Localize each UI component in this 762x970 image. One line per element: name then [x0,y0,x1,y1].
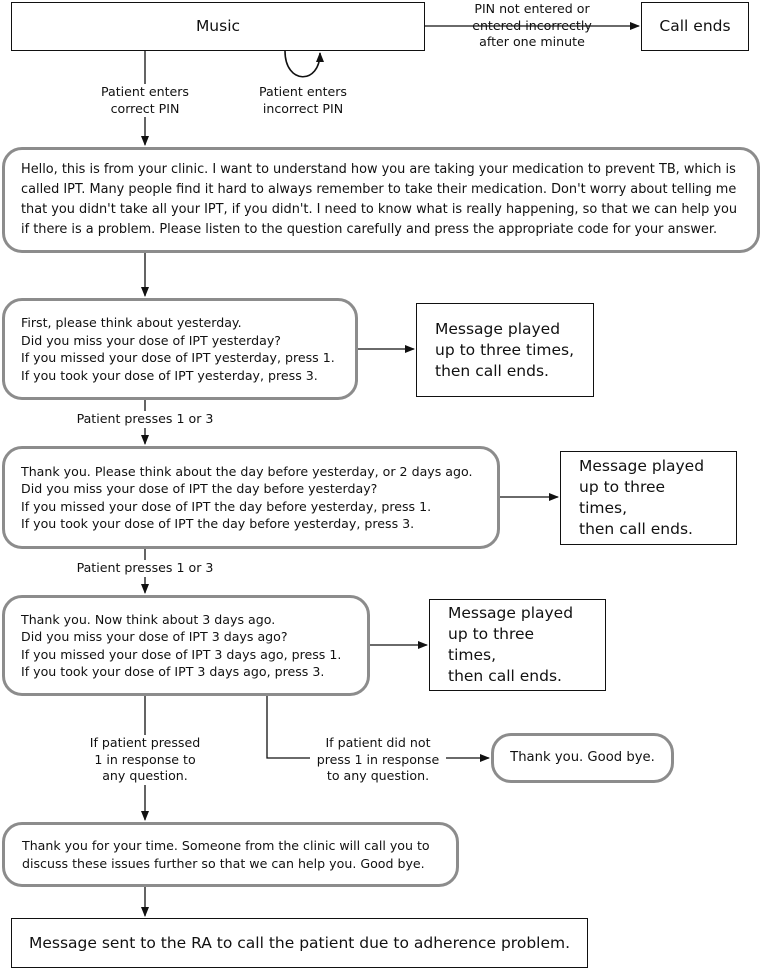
repeat-message-2-text: Message played up to three times, then c… [579,457,705,538]
question-2-node: Thank you. Please think about the day be… [2,446,500,549]
question-1-node: First, please think about yesterday. Did… [2,298,358,400]
goodbye-text: Thank you. Good bye. [510,750,655,766]
followup-text: Thank you for your time. Someone from th… [22,838,430,871]
question-1-text: First, please think about yesterday. Did… [21,315,335,383]
greeting-text: Hello, this is from your clinic. I want … [21,162,738,237]
music-node: Music [11,2,425,51]
music-label: Music [195,17,241,35]
ra-message-node: Message sent to the RA to call the patie… [11,918,588,968]
pin-correct-label: Patient enters correct PIN [90,84,200,117]
greeting-node: Hello, this is from your clinic. I want … [2,147,760,253]
presses-label-1: Patient presses 1 or 3 [68,411,222,428]
repeat-message-2-node: Message played up to three times, then c… [560,451,737,545]
repeat-message-3-text: Message played up to three times, then c… [448,604,574,685]
question-3-node: Thank you. Now think about 3 days ago. D… [2,595,370,696]
question-2-text: Thank you. Please think about the day be… [21,463,473,532]
followup-node: Thank you for your time. Someone from th… [2,822,459,887]
not-pressed-1-label: If patient did not press 1 in response t… [310,735,446,785]
pin-fail-label: PIN not entered or entered incorrectly a… [472,1,592,49]
pressed-1-label: If patient pressed 1 in response to any … [82,735,208,785]
repeat-message-3-node: Message played up to three times, then c… [429,599,606,691]
edge-music-self-loop [284,50,324,78]
question-3-text: Thank you. Now think about 3 days ago. D… [21,611,342,680]
goodbye-node: Thank you. Good bye. [491,733,674,783]
call-ends-label: Call ends [659,17,731,35]
repeat-message-1-text: Message played up to three times, then c… [435,319,575,380]
repeat-message-1-node: Message played up to three times, then c… [416,303,594,397]
pin-incorrect-label: Patient enters incorrect PIN [248,84,358,117]
presses-label-2: Patient presses 1 or 3 [68,560,222,577]
ra-message-text: Message sent to the RA to call the patie… [28,933,571,952]
call-ends-node: Call ends [641,2,749,51]
